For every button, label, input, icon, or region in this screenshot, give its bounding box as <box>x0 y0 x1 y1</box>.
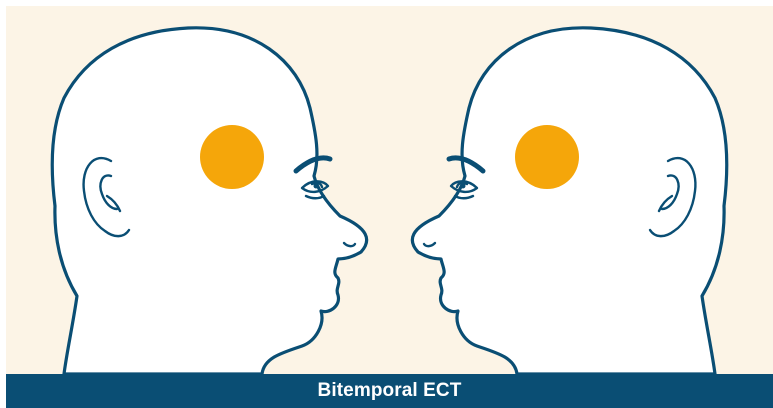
caption-bar: Bitemporal ECT <box>6 374 773 408</box>
caption-label: Bitemporal ECT <box>318 380 462 402</box>
left-electrode-marker <box>200 125 264 189</box>
illustration-panel <box>6 6 773 374</box>
right-electrode-marker <box>515 125 579 189</box>
heads-svg <box>6 6 773 374</box>
